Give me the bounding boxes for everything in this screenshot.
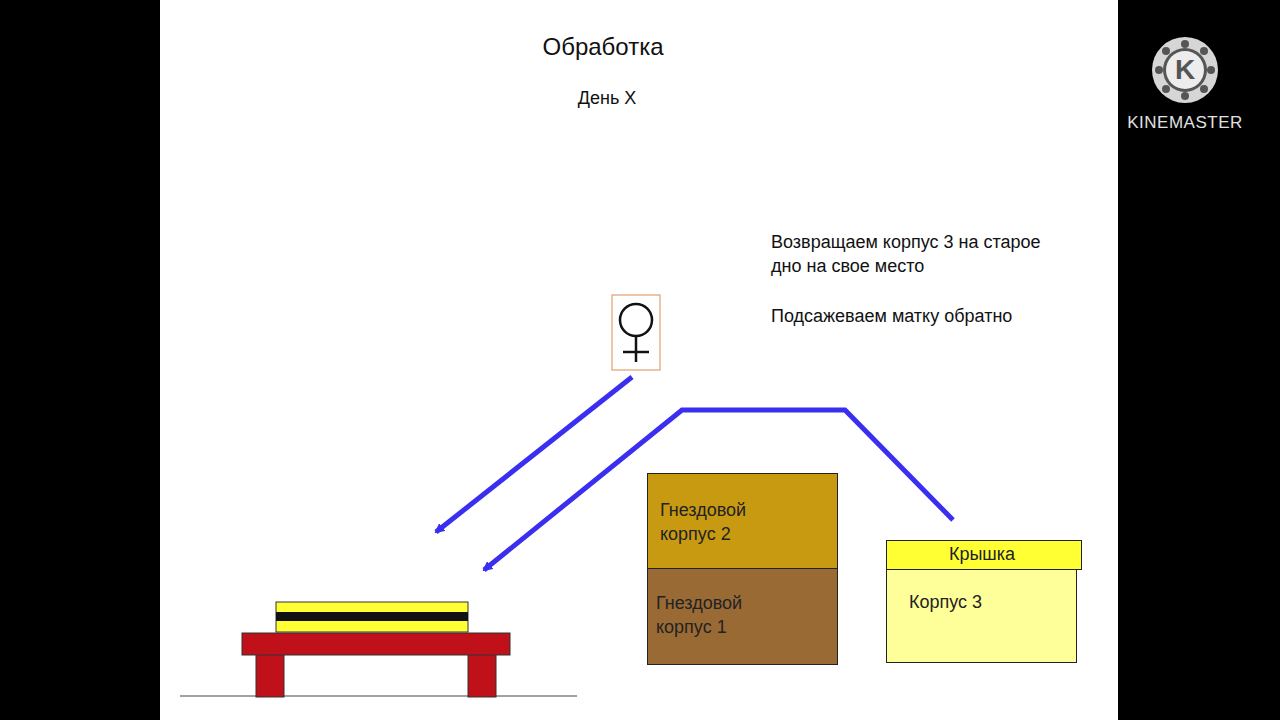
day-label: День Х [507,86,707,110]
node-text: Крышка [887,541,1078,566]
box-three: Корпус 3Крышка [886,540,1077,663]
node-text: Гнездовой корпус 2 [660,474,790,546]
queen-symbol [612,295,660,370]
instruction-note: Подсажеваем матку обратно [771,304,1043,328]
logo-letter: K [1165,52,1205,88]
brood-box: Гнездовой корпус 2 [647,473,838,569]
queen-arrow [436,377,632,532]
watermark-logo [1152,37,1218,103]
brood-box: Гнездовой корпус 1 [647,568,838,665]
ground-line [180,696,577,697]
instruction-note: Возвращаем корпус 3 на старое дно на сво… [771,230,1043,278]
watermark-text: KINEMASTER [1120,112,1250,134]
old-bottom [276,602,468,632]
slide-title: Обработка [453,32,753,62]
node-text: Гнездовой корпус 1 [656,569,786,639]
move-arrow [484,410,953,570]
lid-band: Крышка [886,540,1082,570]
hive-stand [242,633,510,697]
